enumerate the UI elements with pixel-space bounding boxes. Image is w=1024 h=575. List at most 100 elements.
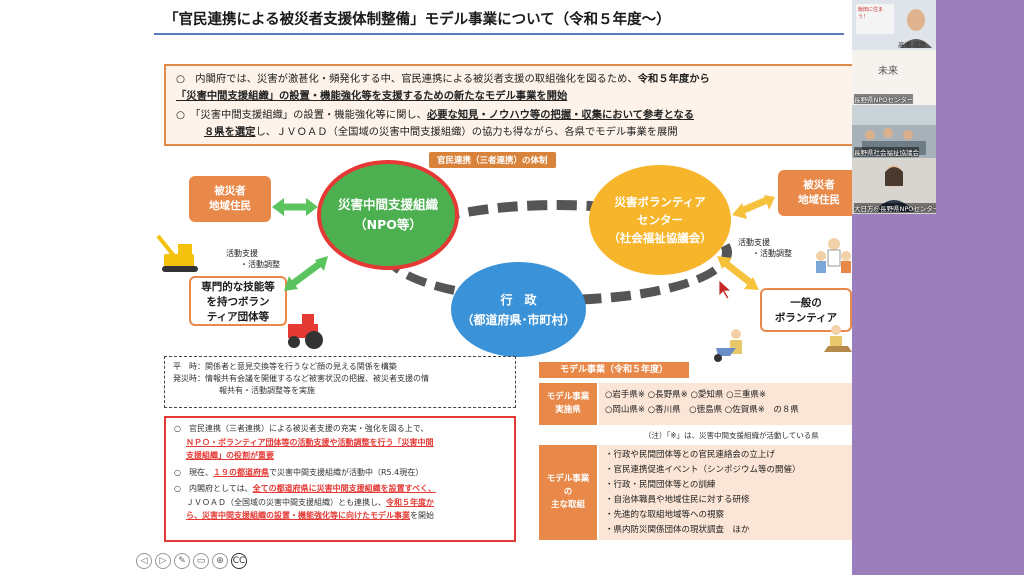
video-panel-2[interactable]: 未来 長野県NPOセンター <box>852 50 936 105</box>
next-slide-button[interactable]: ▷ <box>155 553 171 569</box>
normal-line-2: 発災時：情報共有会議を開催するなど被害状況の把握、被災者支援の情 <box>173 374 429 383</box>
npo-circle: 災害中間支援組織 （NPO等） <box>317 160 459 270</box>
pref-label-1: モデル事業 <box>546 392 590 402</box>
role-p2: ○ 現在、１９の都道府県で災害中間支援組織が活動中（R5.4現在） <box>174 467 424 477</box>
main-item: ・行政・民間団体等との訓練 <box>605 480 716 490</box>
general-label-1: 一般の <box>790 297 822 309</box>
pref-line-2: ○岡山県※ ○香川県 ○徳島県 ○佐賀県※ の８県 <box>605 405 799 415</box>
pref-line-1: ○岩手県※ ○長野県※ ○愛知県 ○三重県※ <box>605 390 767 400</box>
vol-label-2: センター <box>637 213 683 227</box>
general-label-2: ボランティア <box>774 312 838 324</box>
wheelbarrow-icon <box>714 325 852 362</box>
volunteer-center-circle: 災害ボランティア センター （社会福祉協議会） <box>589 165 731 275</box>
panel-2-caption: 未来 <box>878 66 898 77</box>
video-panel-1[interactable]: 飯田に住まう！ 高橋 成彦 <box>852 0 936 50</box>
captions-button[interactable]: CC <box>231 553 247 569</box>
support-right-1: 活動支援 <box>738 238 770 247</box>
previous-slide-button[interactable]: ◁ <box>136 553 152 569</box>
role-p1-c: 支援組織」の役割が重要 <box>186 451 274 460</box>
intro-line-2: 「災害中間支援組織」の設置・機能強化等を支援するための新たなモデル事業を開始 <box>176 90 568 102</box>
video-panel-4[interactable]: 大日方@長野県NPOセンター <box>852 158 936 214</box>
model-pref-label: モデル事業 実施県 <box>539 383 597 425</box>
model-main-list: ・行政や民間団体等との官民連絡会の立上げ ・官民連携促進イベント（シンポジウム等… <box>599 445 852 540</box>
residents-left-label-2: 地域住民 <box>209 200 251 212</box>
main-item: ・行政や民間団体等との官民連絡会の立上げ <box>605 450 775 460</box>
title-underline <box>154 33 844 35</box>
model-main-label: モデル事業 の 主な取組 <box>539 445 597 540</box>
support-right-2: ・活動調整 <box>752 249 792 258</box>
npo-label: 災害中間支援組織 <box>337 197 438 212</box>
residents-right-label-2: 地域住民 <box>798 194 840 206</box>
main-label-2: の <box>563 487 573 497</box>
slides-view-button[interactable]: ▭ <box>193 553 209 569</box>
arrow-right-general <box>717 256 759 290</box>
support-right-label: 活動支援 ・活動調整 <box>738 237 792 259</box>
intro-box: ○ 内閣府では、災害が激甚化・頻発化する中、官民連携による被災者支援の取組強化を… <box>164 64 852 146</box>
zoom-button[interactable]: ⊕ <box>212 553 228 569</box>
vol-label-1: 災害ボランティア <box>614 195 706 209</box>
main-item: ・県内防災関係団体の現状調査 ほか <box>605 525 750 535</box>
support-left-1: 活動支援 <box>226 249 258 258</box>
participant-name-1: 高橋 成彦 <box>898 41 927 49</box>
residents-left-label-1: 被災者 <box>214 185 246 197</box>
normal-line-1: 平 時：関係者と意見交換等を行うなど顔の見える関係を構築 <box>173 362 397 371</box>
presentation-slide: 「官民連携による被災者支援体制整備」モデル事業について（令和５年度〜） ○ 内閣… <box>84 0 852 575</box>
pro-label-3: ティア団体等 <box>206 311 270 323</box>
pref-label-2: 実施県 <box>555 405 581 415</box>
role-box: ○ 官民連携（三者連携）による被災者支援の充実・強化を図る上で、 ＮＰＯ・ボラン… <box>164 416 516 542</box>
participant-avatar-1 <box>900 9 932 48</box>
pro-label-1: 専門的な技能等 <box>201 281 275 293</box>
support-left-label: 活動支援 ・活動調整 <box>226 248 280 270</box>
main-label-3: 主な取組 <box>550 500 585 510</box>
vol-label-3: （社会福祉協議会） <box>608 231 712 245</box>
slide-controls: ◁ ▷ ✎ ▭ ⊕ CC <box>136 553 247 571</box>
model-project-header: モデル事業（令和５年度） <box>539 362 689 378</box>
intro-line-3: ○ 「災害中間支援組織」の設置・機能強化等に関し、必要な知見・ノウハウ等の把握・… <box>176 109 695 121</box>
tractor-icon <box>288 314 323 349</box>
government-circle: 行 政 （都道府県･市町村） <box>451 262 586 357</box>
general-volunteers-box: 一般の ボランティア <box>760 288 852 332</box>
pref-note: （注）「※」は、災害中間支援組織が活動している県 <box>644 431 819 440</box>
participant-name-3: 長野県社会福祉協議会 <box>854 147 919 157</box>
professional-volunteers-box: 専門的な技能等 を持つボラン ティア団体等 <box>189 276 287 326</box>
diagram-arrows <box>156 195 852 362</box>
role-p1-a: ○ 官民連携（三者連携）による被災者支援の充実・強化を図る上で、 <box>174 424 429 433</box>
arrow-left-residents <box>272 198 318 216</box>
participant-avatar-4 <box>874 165 914 212</box>
intro-line-1: ○ 内閣府では、災害が激甚化・頻発化する中、官民連携による被災者支援の取組強化を… <box>176 73 710 85</box>
pro-label-2: を持つボラン <box>206 296 270 308</box>
poster-thumbnail: 飯田に住まう！ <box>856 4 894 34</box>
excavator-icon <box>156 234 198 272</box>
support-left-2: ・活動調整 <box>240 260 280 269</box>
video-panel-3[interactable]: 長野県社会福祉協議会 <box>852 105 936 158</box>
npo-sublabel: （NPO等） <box>354 217 422 232</box>
model-pref-list: ○岩手県※ ○長野県※ ○愛知県 ○三重県※ ○岡山県※ ○香川県 ○徳島県 ○… <box>599 383 852 425</box>
residents-right-label-1: 被災者 <box>803 179 835 191</box>
role-p3: ○ 内閣府としては、全ての都道府県に災害中間支援組織を設置すべく、 ＪＶＯＡＤ（… <box>174 484 437 520</box>
residents-right-box: 被災者 地域住民 <box>778 170 852 216</box>
normal-times-box: 平 時：関係者と意見交換等を行うなど顔の見える関係を構築 発災時：情報共有会議を… <box>164 356 516 408</box>
role-p1-b: ＮＰＯ・ボランティア団体等の活動支援や活動調整を行う「災害中間 <box>186 437 434 447</box>
residents-left-box: 被災者 地域住民 <box>189 176 271 222</box>
arrow-left-pro <box>284 256 328 291</box>
gov-label: 行 政 <box>500 292 537 307</box>
pen-tool-button[interactable]: ✎ <box>174 553 190 569</box>
poster-caption: 飯田に住まう！ <box>858 7 884 20</box>
left-gutter <box>0 0 84 575</box>
intro-line-4: ８県を選定し、ＪＶＯＡＤ（全国域の災害中間支援組織）の協力も得ながら、各県でモデ… <box>204 126 678 138</box>
main-item: ・自治体職員や地域住民に対する研修 <box>605 495 750 505</box>
participant-name-2: 長野県NPOセンター <box>854 94 914 104</box>
cursor-icon <box>718 279 733 300</box>
room-scene <box>852 105 936 155</box>
collaboration-tag: 官民連携（三者連携）の体制 <box>429 152 556 168</box>
main-label-1: モデル事業 <box>546 474 590 484</box>
main-item: ・官民連携促進イベント（シンポジウム等の開催） <box>605 465 801 475</box>
role-p1: ○ 官民連携（三者連携）による被災者支援の充実・強化を図る上で、 ＮＰＯ・ボラン… <box>174 422 506 463</box>
main-item: ・先進的な取組地域等への視察 <box>605 510 725 520</box>
slide-title: 「官民連携による被災者支援体制整備」モデル事業について（令和５年度〜） <box>164 12 671 28</box>
arrow-right-residents <box>732 195 775 219</box>
volunteer-workers-icon <box>816 238 851 273</box>
participant-name-4: 大日方@長野県NPOセンター <box>854 203 936 213</box>
gov-sublabel: （都道府県･市町村） <box>461 312 576 327</box>
normal-line-3: 報共有・活動調整等を実施 <box>219 386 315 395</box>
